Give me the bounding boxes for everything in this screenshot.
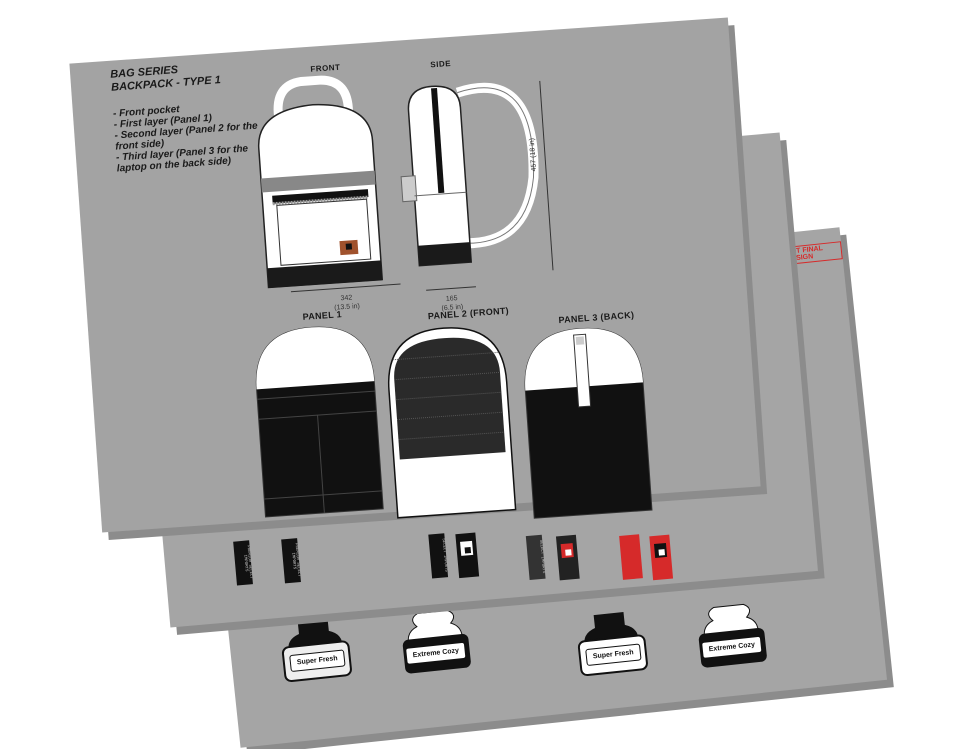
spec-sheet-1: BAG SERIES BACKPACK - TYPE 1 - Front poc… <box>69 17 761 533</box>
clip-4-shape <box>698 603 767 668</box>
height-dimension: 457 (18 in) <box>524 80 557 272</box>
strap-tag-1: PREMIUM SELECT IMPORTS <box>233 540 253 586</box>
width-dimension: 342 (13.5 in) <box>290 281 403 316</box>
clip-3-shape <box>577 611 648 677</box>
spec-sheet-2: PREMIUM SELECT IMPORTS PREMIUM SELECT IM… <box>132 132 818 628</box>
backpack-side-view <box>400 82 539 267</box>
clip-1-shape <box>281 617 352 683</box>
red-strap-1 <box>619 534 643 580</box>
spec-sheet-3: NOT FINAL DESIGN Super Fresh Extreme Coz… <box>193 227 887 748</box>
woven-label-3 <box>649 534 674 581</box>
backpack-front-view <box>258 75 384 289</box>
panel-2-shape <box>387 327 517 519</box>
woven-label-2 <box>555 534 580 581</box>
strap-tag-2: PREMIUM SELECT IMPORTS <box>281 538 301 584</box>
clip-4: Extreme Cozy <box>683 596 780 680</box>
side-view-label: SIDE <box>430 58 452 70</box>
strap-tag-4: SELECT IMPORTS <box>525 534 546 580</box>
clip-2: Extreme Cozy <box>387 602 484 686</box>
sheet-title: BAG SERIES BACKPACK - TYPE 1 <box>110 61 221 95</box>
panel-1-label: PANEL 1 <box>302 309 343 322</box>
clip-2-shape <box>402 609 471 674</box>
clip-3: Super Fresh <box>563 604 660 688</box>
height-value: 457 (18 in) <box>528 137 539 172</box>
clip-1: Super Fresh <box>267 610 364 694</box>
depth-dimension: 165 (6.5 in) <box>426 284 478 314</box>
panel-3-shape <box>524 327 653 519</box>
panel-1-shape <box>255 326 384 518</box>
layer-notes: - Front pocket - First layer (Panel 1) -… <box>113 98 267 174</box>
strap-tag-3: SELECT IMPORTS <box>428 533 449 579</box>
woven-label-1 <box>455 532 480 579</box>
